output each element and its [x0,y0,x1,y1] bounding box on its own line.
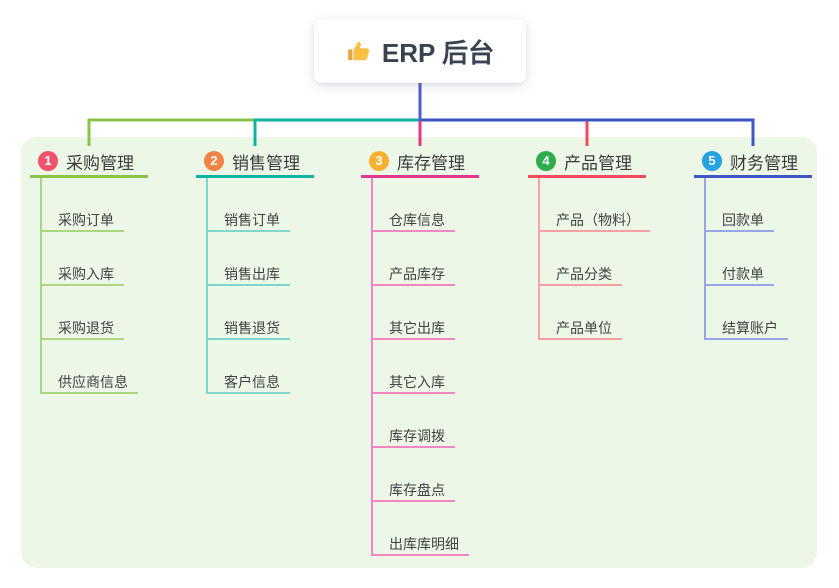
child-node[interactable]: 供应商信息 [40,340,138,394]
branch-number-badge: 2 [204,151,224,171]
branch: 3 库存管理 仓库信息 产品库存 其它出库 其它入库 库存调拨 库存盘点 出库库… [361,150,479,556]
child-node[interactable]: 采购入库 [40,232,124,286]
branch-label: 采购管理 [66,153,134,173]
child-node[interactable]: 付款单 [704,232,774,286]
child-node[interactable]: 出库库明细 [371,502,469,556]
child-node[interactable]: 销售出库 [206,232,290,286]
child-node[interactable]: 销售退货 [206,286,290,340]
branch-children: 回款单 付款单 结算账户 [704,178,812,340]
branch: 4 产品管理 产品（物料） 产品分类 产品单位 [528,150,650,340]
branch-number-badge: 3 [369,151,389,171]
thumbs-up-icon [346,38,372,64]
child-node[interactable]: 采购订单 [40,178,124,232]
branch-label: 产品管理 [564,153,632,173]
branch: 2 销售管理 销售订单 销售出库 销售退货 客户信息 [196,150,314,394]
branch-children: 产品（物料） 产品分类 产品单位 [538,178,650,340]
branch-label: 财务管理 [730,153,798,173]
branch-header[interactable]: 2 销售管理 [196,150,314,178]
mindmap-panel [21,137,817,568]
branch: 5 财务管理 回款单 付款单 结算账户 [694,150,812,340]
child-node[interactable]: 产品单位 [538,286,622,340]
child-node[interactable]: 其它入库 [371,340,455,394]
branch-children: 仓库信息 产品库存 其它出库 其它入库 库存调拨 库存盘点 出库库明细 [371,178,479,556]
branch: 1 采购管理 采购订单 采购入库 采购退货 供应商信息 [30,150,148,394]
branch-children: 采购订单 采购入库 采购退货 供应商信息 [40,178,148,394]
root-label: ERP 后台 [381,37,495,68]
child-node[interactable]: 产品（物料） [538,178,650,232]
child-node[interactable]: 库存调拨 [371,394,455,448]
child-node[interactable]: 采购退货 [40,286,124,340]
branch-label: 销售管理 [232,153,300,173]
child-node[interactable]: 结算账户 [704,286,788,340]
branch-children: 销售订单 销售出库 销售退货 客户信息 [206,178,314,394]
child-node[interactable]: 其它出库 [371,286,455,340]
branch-header[interactable]: 3 库存管理 [361,150,479,178]
root-node[interactable]: ERP 后台 [314,19,526,83]
branch-header[interactable]: 4 产品管理 [528,150,646,178]
child-node[interactable]: 客户信息 [206,340,290,394]
child-node[interactable]: 回款单 [704,178,774,232]
child-node[interactable]: 产品分类 [538,232,622,286]
branch-label: 库存管理 [397,153,465,173]
branch-number-badge: 1 [38,151,58,171]
child-node[interactable]: 库存盘点 [371,448,455,502]
branch-number-badge: 4 [536,151,556,171]
child-node[interactable]: 产品库存 [371,232,455,286]
child-node[interactable]: 销售订单 [206,178,290,232]
branch-header[interactable]: 1 采购管理 [30,150,148,178]
branch-number-badge: 5 [702,151,722,171]
branch-header[interactable]: 5 财务管理 [694,150,812,178]
child-node[interactable]: 仓库信息 [371,178,455,232]
